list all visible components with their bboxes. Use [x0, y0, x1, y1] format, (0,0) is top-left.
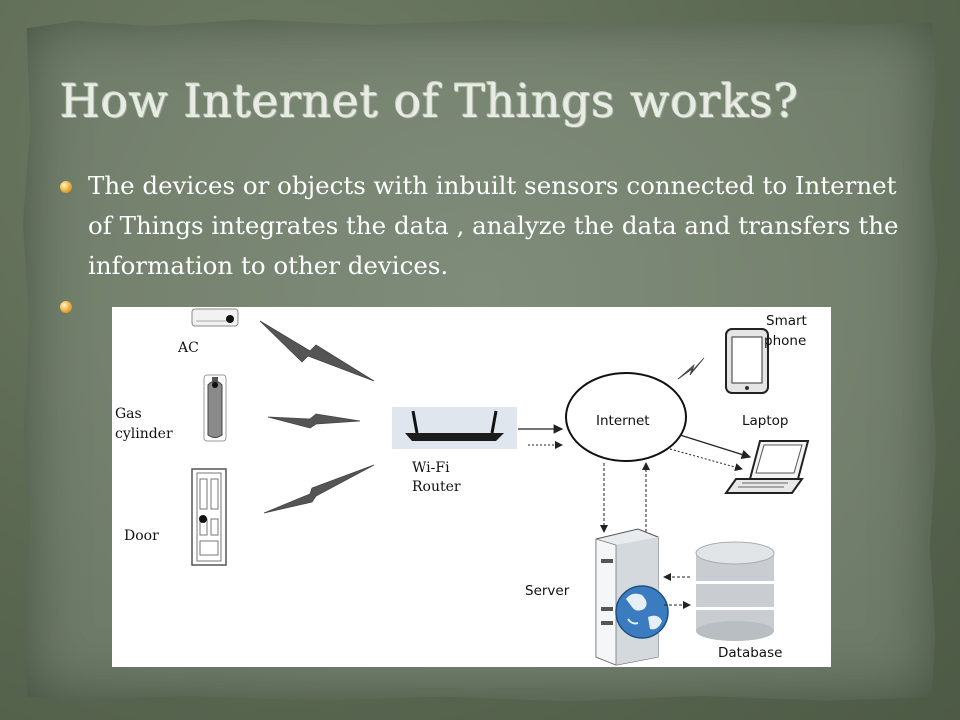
gas-cylinder-label-line2: cylinder: [115, 425, 173, 443]
diagram-graphics: [112, 307, 831, 667]
router-label-line1: Wi-Fi: [412, 459, 450, 477]
gas-cylinder-icon: [204, 375, 226, 441]
smartphone-label-line2: phone: [764, 332, 806, 350]
server-label: Server: [525, 582, 569, 600]
bullet-text: The devices or objects with inbuilt sens…: [88, 171, 899, 280]
ac-label: AC: [178, 339, 199, 357]
database-label: Database: [718, 644, 782, 662]
internet-label: Internet: [596, 412, 650, 430]
door-label: Door: [124, 527, 159, 545]
door-icon: [192, 469, 226, 565]
bullet-icon: [60, 181, 72, 193]
air-conditioner-icon: [192, 309, 238, 326]
router-label-line2: Router: [412, 478, 461, 496]
router-icon: [392, 407, 517, 449]
bullet-list: The devices or objects with inbuilt sens…: [60, 166, 900, 326]
bullet-item: The devices or objects with inbuilt sens…: [60, 166, 900, 286]
database-icon: [696, 542, 774, 641]
globe-icon: [616, 586, 668, 638]
smartphone-icon: [726, 329, 768, 393]
slide-title: How Internet of Things works?: [60, 74, 799, 128]
laptop-icon: [726, 441, 808, 493]
laptop-label: Laptop: [742, 412, 789, 430]
gas-cylinder-label-line1: Gas: [115, 405, 142, 423]
iot-diagram: AC Gas cylinder Door Wi-Fi Router Intern…: [112, 307, 831, 667]
bullet-icon: [60, 301, 72, 313]
smartphone-label-line1: Smart: [766, 312, 807, 330]
